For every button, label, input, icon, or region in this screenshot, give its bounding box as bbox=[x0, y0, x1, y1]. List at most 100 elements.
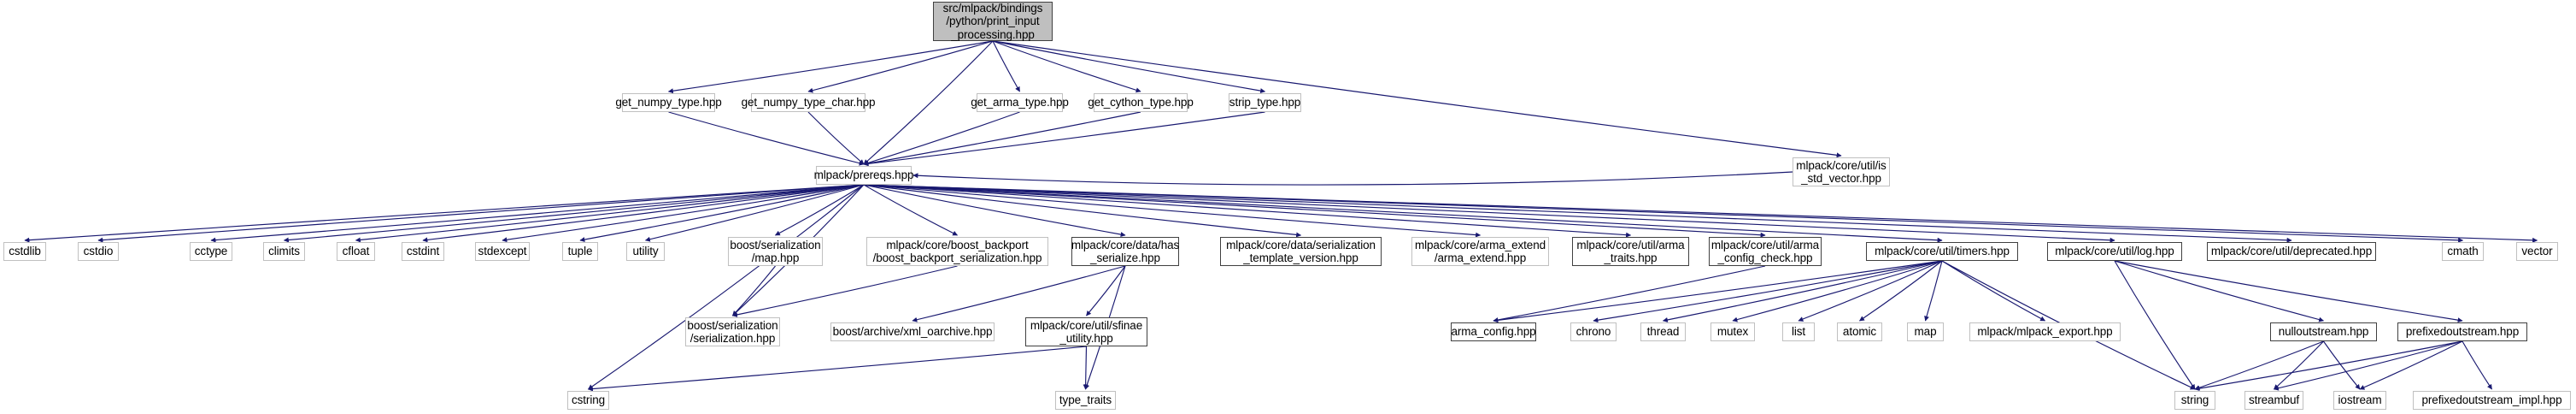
graph-node-mlpackexport[interactable]: mlpack/mlpack_export.hpp bbox=[1969, 322, 2121, 341]
graph-node-vector[interactable]: vector bbox=[2516, 242, 2558, 261]
graph-node-label: mlpack/mlpack_export.hpp bbox=[1977, 325, 2113, 339]
graph-edge bbox=[1941, 260, 2046, 322]
graph-node-cctype[interactable]: cctype bbox=[190, 242, 232, 261]
graph-node-label: mlpack/core/data/has _serialize.hpp bbox=[1071, 238, 1180, 265]
graph-edge bbox=[912, 265, 1126, 322]
graph-node-label: cstdlib bbox=[9, 245, 41, 258]
graph-node-cmath[interactable]: cmath bbox=[2442, 242, 2484, 261]
graph-node-cstdio[interactable]: cstdio bbox=[78, 242, 119, 261]
graph-edge bbox=[2462, 340, 2492, 390]
graph-node-stdexcept[interactable]: stdexcept bbox=[475, 242, 530, 261]
graph-edge bbox=[97, 184, 865, 243]
graph-edge bbox=[863, 184, 1482, 238]
graph-edge bbox=[863, 184, 2292, 243]
graph-node-armaconfig[interactable]: arma_config.hpp bbox=[1451, 322, 1536, 341]
graph-node-boostbackport[interactable]: mlpack/core/boost_backport /boost_backpo… bbox=[866, 237, 1048, 266]
graph-node-label: cstring bbox=[571, 393, 606, 407]
graph-edge bbox=[863, 184, 959, 236]
graph-node-deprecated[interactable]: mlpack/core/util/deprecated.hpp bbox=[2207, 242, 2376, 261]
graph-node-label: get_numpy_type_char.hpp bbox=[741, 96, 876, 109]
graph-edge bbox=[2323, 340, 2361, 390]
graph-node-numpy[interactable]: get_numpy_type.hpp bbox=[615, 93, 722, 112]
graph-edge bbox=[863, 184, 2115, 243]
graph-node-hasserialize[interactable]: mlpack/core/data/has _serialize.hpp bbox=[1071, 237, 1179, 266]
graph-edge bbox=[992, 40, 1020, 92]
graph-node-label: prefixedoutstream.hpp bbox=[2405, 325, 2520, 339]
graph-edge bbox=[992, 40, 1266, 94]
graph-edge bbox=[667, 40, 994, 94]
graph-node-nulloutstream[interactable]: nulloutstream.hpp bbox=[2270, 322, 2377, 341]
graph-node-label: mlpack/prereqs.hpp bbox=[813, 169, 914, 182]
graph-edge bbox=[355, 184, 865, 243]
graph-node-label: cstdint bbox=[406, 245, 440, 258]
graph-node-prefiximpl[interactable]: prefixedoutstream_impl.hpp bbox=[2413, 391, 2571, 410]
graph-edge bbox=[2274, 340, 2324, 390]
graph-node-cstdint[interactable]: cstdint bbox=[402, 242, 444, 261]
graph-edge bbox=[912, 171, 1793, 186]
graph-node-label: boost/serialization /map.hpp bbox=[730, 238, 821, 265]
graph-node-cfloat[interactable]: cfloat bbox=[337, 242, 375, 261]
graph-node-streambuf[interactable]: streambuf bbox=[2244, 391, 2303, 410]
graph-edge bbox=[863, 184, 1126, 237]
graph-node-label: cstdio bbox=[83, 245, 114, 258]
graph-node-label: streambuf bbox=[2248, 393, 2300, 407]
graph-node-utility[interactable]: utility bbox=[626, 242, 665, 261]
graph-node-iostream[interactable]: iostream bbox=[2333, 391, 2386, 410]
graph-edge bbox=[1859, 260, 1943, 322]
graph-node-log[interactable]: mlpack/core/util/log.hpp bbox=[2047, 242, 2182, 261]
graph-node-prereqs[interactable]: mlpack/prereqs.hpp bbox=[813, 166, 914, 185]
graph-node-armatraits[interactable]: mlpack/core/util/arma _traits.hpp bbox=[1572, 237, 1689, 266]
graph-node-sfinae[interactable]: mlpack/core/util/sfinae _utility.hpp bbox=[1025, 317, 1147, 346]
graph-node-armaconfigchk[interactable]: mlpack/core/util/arma _config_check.hpp bbox=[1709, 237, 1822, 266]
graph-node-label: list bbox=[1791, 325, 1806, 339]
graph-node-cstring[interactable]: cstring bbox=[567, 391, 609, 410]
graph-node-list[interactable]: list bbox=[1782, 322, 1815, 341]
graph-node-cstdlib[interactable]: cstdlib bbox=[3, 242, 46, 261]
graph-node-chrono[interactable]: chrono bbox=[1570, 322, 1617, 341]
graph-edge bbox=[2194, 340, 2463, 392]
graph-node-armatype[interactable]: get_arma_type.hpp bbox=[971, 93, 1069, 112]
graph-node-label: prefixedoutstream_impl.hpp bbox=[2421, 393, 2562, 407]
graph-edge bbox=[1593, 260, 1943, 323]
graph-node-sertemplate[interactable]: mlpack/core/data/serialization _template… bbox=[1220, 237, 1382, 266]
graph-node-isstdvector[interactable]: mlpack/core/util/is _std_vector.hpp bbox=[1793, 157, 1890, 186]
graph-node-label: arma_config.hpp bbox=[1451, 325, 1536, 339]
graph-edge bbox=[2359, 340, 2463, 390]
graph-node-numpychar[interactable]: get_numpy_type_char.hpp bbox=[742, 93, 876, 112]
graph-edge bbox=[863, 184, 1943, 243]
graph-node-string[interactable]: string bbox=[2174, 391, 2215, 410]
graph-edge bbox=[422, 184, 865, 243]
graph-node-climits[interactable]: climits bbox=[263, 242, 305, 261]
graph-node-map[interactable]: map bbox=[1907, 322, 1944, 341]
graph-node-tuple[interactable]: tuple bbox=[562, 242, 598, 261]
graph-node-label: climits bbox=[268, 245, 300, 258]
graph-node-armaextend[interactable]: mlpack/core/arma_extend /arma_extend.hpp bbox=[1411, 237, 1549, 266]
graph-node-atomic[interactable]: atomic bbox=[1837, 322, 1882, 341]
graph-node-boostmap[interactable]: boost/serialization /map.hpp bbox=[728, 237, 823, 266]
graph-node-typetraits[interactable]: type_traits bbox=[1055, 391, 1116, 410]
graph-edge bbox=[863, 111, 1020, 166]
graph-node-prefixedout[interactable]: prefixedoutstream.hpp bbox=[2397, 322, 2527, 341]
graph-node-label: mutex bbox=[1716, 325, 1749, 339]
graph-node-thread[interactable]: thread bbox=[1640, 322, 1686, 341]
graph-node-mutex[interactable]: mutex bbox=[1710, 322, 1755, 341]
graph-edge bbox=[1924, 260, 1943, 322]
graph-node-label: map bbox=[1914, 325, 1937, 339]
graph-node-cython[interactable]: get_cython_type.hpp bbox=[1088, 93, 1194, 112]
graph-node-boostser[interactable]: boost/serialization /serialization.hpp bbox=[685, 317, 780, 346]
graph-node-label: cmath bbox=[2447, 245, 2479, 258]
graph-node-timers[interactable]: mlpack/core/util/timers.hpp bbox=[1866, 242, 2018, 261]
graph-node-label: iostream bbox=[2338, 393, 2382, 407]
graph-node-root[interactable]: src/mlpack/bindings /python/print_input … bbox=[933, 2, 1053, 41]
graph-edge bbox=[668, 111, 865, 166]
graph-edge bbox=[1083, 346, 1088, 390]
graph-node-label: cfloat bbox=[342, 245, 370, 258]
graph-node-label: mlpack/core/util/log.hpp bbox=[2055, 245, 2174, 258]
graph-node-label: get_numpy_type.hpp bbox=[615, 96, 722, 109]
graph-node-label: tuple bbox=[567, 245, 593, 258]
graph-edge bbox=[210, 184, 865, 243]
graph-node-strip[interactable]: strip_type.hpp bbox=[1229, 93, 1301, 112]
graph-edge bbox=[1662, 260, 1943, 322]
graph-node-xmloarchive[interactable]: boost/archive/xml_oarchive.hpp bbox=[830, 322, 995, 341]
